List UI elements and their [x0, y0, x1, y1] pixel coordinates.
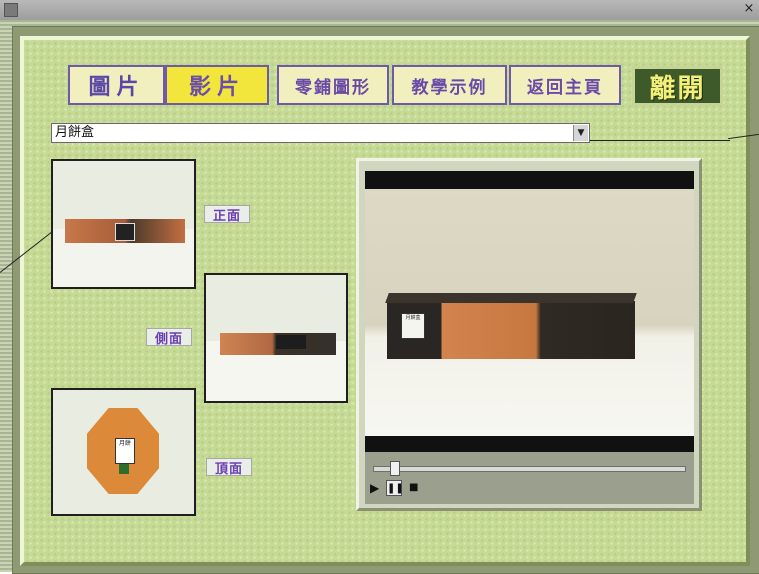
nav-button-video[interactable]: 影片 — [165, 65, 269, 105]
nav-button-examples[interactable]: 教學示例 — [392, 65, 507, 105]
nav-button-pictures[interactable]: 圖片 — [68, 65, 165, 105]
window-close-icon[interactable]: × — [743, 1, 755, 16]
video-player: 月餅盒 ▶ ❚❚ ■ — [356, 158, 702, 511]
item-select-value: 月餅盒 — [55, 125, 95, 140]
seek-bar[interactable] — [373, 466, 686, 472]
box-top-sticker — [119, 464, 129, 474]
video-box-top-edge — [385, 293, 637, 303]
video-viewport[interactable]: 月餅盒 — [365, 171, 694, 452]
system-menu-icon[interactable] — [4, 3, 18, 17]
pointer-line-right — [590, 140, 730, 141]
video-frame: 月餅盒 — [365, 189, 694, 436]
window-title-bar[interactable]: × — [0, 0, 759, 21]
nav-button-components[interactable]: 零鋪圖形 — [277, 65, 389, 105]
video-box-photo — [387, 301, 635, 359]
dropdown-arrow-icon[interactable]: ▼ — [573, 125, 588, 141]
front-view-label: 正面 — [204, 205, 250, 224]
pause-icon[interactable]: ❚❚ — [386, 480, 404, 496]
side-view-thumbnail[interactable] — [204, 273, 348, 403]
top-view-label: 頂面 — [206, 458, 252, 477]
stop-icon[interactable]: ■ — [409, 482, 419, 493]
seek-bar-thumb[interactable] — [389, 461, 400, 476]
top-view-thumbnail[interactable]: 月餅 — [51, 388, 196, 516]
item-select-dropdown[interactable]: 月餅盒 ▼ — [51, 123, 590, 143]
play-icon[interactable]: ▶ — [370, 481, 380, 495]
box-label-front — [115, 223, 135, 241]
exit-button-label: 離開 — [649, 73, 706, 104]
video-box-tag: 月餅盒 — [401, 313, 425, 339]
side-view-label: 側面 — [146, 328, 192, 347]
player-control-bar: ▶ ❚❚ ■ — [365, 452, 694, 504]
front-view-thumbnail[interactable] — [51, 159, 196, 289]
exit-button[interactable]: 離開 — [632, 66, 723, 106]
nav-button-home[interactable]: 返回主頁 — [509, 65, 621, 105]
box-top-tag: 月餅 — [115, 438, 135, 464]
box-dark-panel — [276, 335, 306, 349]
